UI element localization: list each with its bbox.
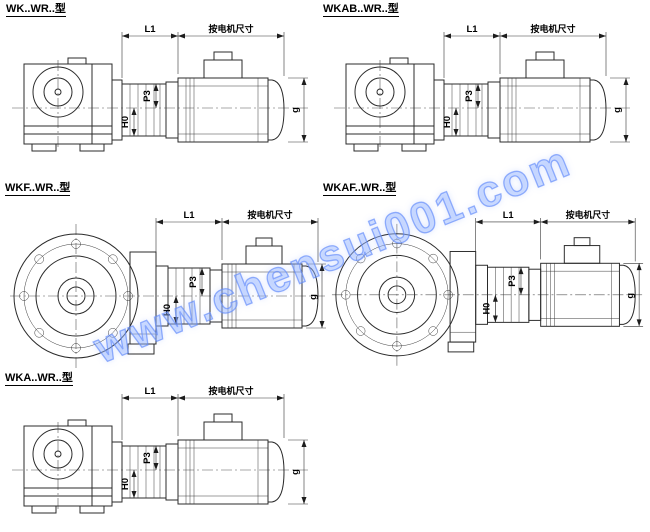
dimension-g: [623, 262, 644, 327]
dim-label-g: g: [290, 469, 301, 475]
dimension-h0: [173, 296, 179, 324]
dim-label-h0: H0: [162, 304, 173, 316]
dim-label-g: g: [290, 107, 301, 113]
dim-label-l1: L1: [183, 210, 195, 221]
gearmotor-drawing-wk: L1 按电机尺寸 P3 H0 g: [12, 23, 310, 152]
dim-label-p3: P3: [507, 275, 517, 286]
gearmotor-drawing-wkab: L1 按电机尺寸 P3 H0 g: [334, 23, 632, 152]
gearbox-outline: [23, 419, 113, 514]
dim-label-l1: L1: [466, 24, 478, 35]
dimension-p3: [153, 84, 159, 108]
dimension-p3: [475, 84, 481, 108]
gearmotor-drawing-wka: L1 按电机尺寸 P3 H0 g: [12, 385, 310, 514]
adapter-housing: [433, 79, 489, 141]
gearbox-outline: [23, 57, 113, 152]
adapter-housing: [111, 441, 167, 503]
motor-body: [528, 237, 636, 327]
motor-body: [487, 51, 607, 143]
dimension-l1: [121, 32, 179, 78]
gearbox-housing: [127, 251, 157, 355]
adapter-housing: [111, 79, 167, 141]
dim-label-p3: P3: [142, 452, 153, 464]
dim-label-p3: P3: [142, 90, 153, 102]
dim-label-h0: H0: [120, 478, 131, 490]
dim-label-motor: 按电机尺寸: [208, 385, 253, 396]
dimension-motor: [222, 218, 319, 262]
dimension-g: [610, 77, 630, 143]
dim-label-motor: 按电机尺寸: [530, 23, 575, 34]
dimension-g: [288, 439, 308, 505]
diagram-title-wk: WK..WR..型: [6, 3, 66, 17]
dimension-g: [306, 263, 326, 329]
dimension-h0: [131, 108, 137, 136]
dim-label-p3: P3: [464, 90, 475, 102]
dimension-h0: [131, 470, 137, 498]
dimension-l1: [155, 218, 223, 264]
dimension-p3: [518, 267, 524, 295]
dimension-g: [288, 77, 308, 143]
gearmotor-drawing-wkaf: L1 按电机尺寸 P3 H0 g: [331, 209, 644, 366]
motor-body: [209, 237, 319, 329]
dim-label-h0: H0: [120, 116, 131, 128]
dim-label-motor: 按电机尺寸: [208, 23, 253, 34]
gearbox-outline: [345, 57, 435, 152]
dimension-h0: [453, 108, 459, 136]
flange-face: [335, 233, 459, 357]
diagram-title-wkf: WKF..WR..型: [5, 182, 71, 196]
diagram-title-wkaf: WKAF..WR..型: [323, 182, 397, 196]
dim-label-l1: L1: [144, 24, 156, 35]
diagram-title-wka: WKA..WR..型: [5, 372, 73, 386]
dim-label-l1: L1: [144, 386, 156, 397]
dimension-motor: [540, 218, 636, 262]
dimension-motor: [500, 32, 607, 76]
gearmotor-drawing-wkf: L1 按电机尺寸 P3 H0 g: [10, 209, 326, 368]
gearbox-housing: [447, 250, 477, 353]
dimension-l1: [443, 32, 501, 78]
dim-label-p3: P3: [188, 276, 199, 288]
dimension-l1: [121, 394, 179, 440]
dim-label-g: g: [612, 107, 623, 113]
diagram-title-wkab: WKAB..WR..型: [323, 3, 399, 17]
flange-face: [13, 233, 139, 359]
dim-label-h0: H0: [481, 303, 491, 315]
dim-label-g: g: [625, 293, 635, 299]
motor-body: [165, 51, 285, 143]
dim-label-g: g: [308, 294, 319, 300]
dimension-l1: [475, 218, 541, 264]
dimension-motor: [178, 32, 285, 76]
dimension-p3: [153, 446, 159, 470]
dim-label-l1: L1: [503, 210, 514, 220]
motor-body: [165, 413, 285, 505]
dim-label-h0: H0: [442, 116, 453, 128]
dim-label-motor: 按电机尺寸: [247, 209, 292, 220]
dimension-h0: [492, 294, 498, 323]
dimension-p3: [199, 268, 205, 296]
dim-label-motor: 按电机尺寸: [566, 209, 610, 220]
dimension-motor: [178, 394, 285, 438]
